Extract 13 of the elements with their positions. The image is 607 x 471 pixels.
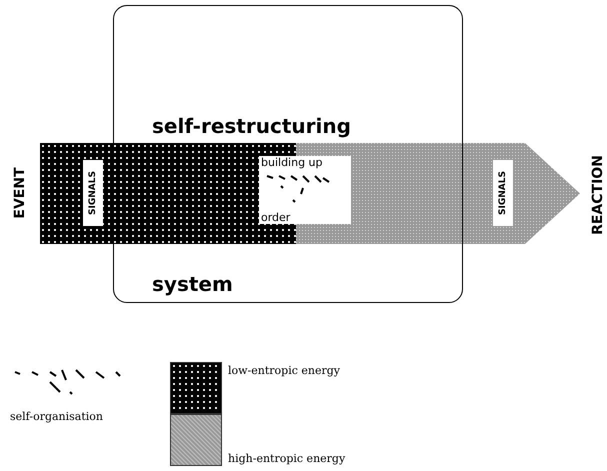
box-label: building up: [261, 156, 323, 169]
side-label: REACTION: [590, 155, 606, 235]
signal-label: SIGNALS: [83, 160, 103, 226]
legend-label: high-entropic energy: [228, 452, 346, 465]
signal-label: SIGNALS: [493, 160, 513, 226]
process-box: [259, 156, 351, 224]
box-label: order: [261, 211, 290, 224]
box-label: system: [152, 272, 233, 296]
box-heading: self-restructuring: [152, 114, 351, 138]
system-box: [113, 5, 463, 303]
legend-label: self-organisation: [10, 410, 104, 423]
side-label: EVENT: [12, 167, 28, 219]
legend-label: low-entropic energy: [228, 364, 340, 377]
